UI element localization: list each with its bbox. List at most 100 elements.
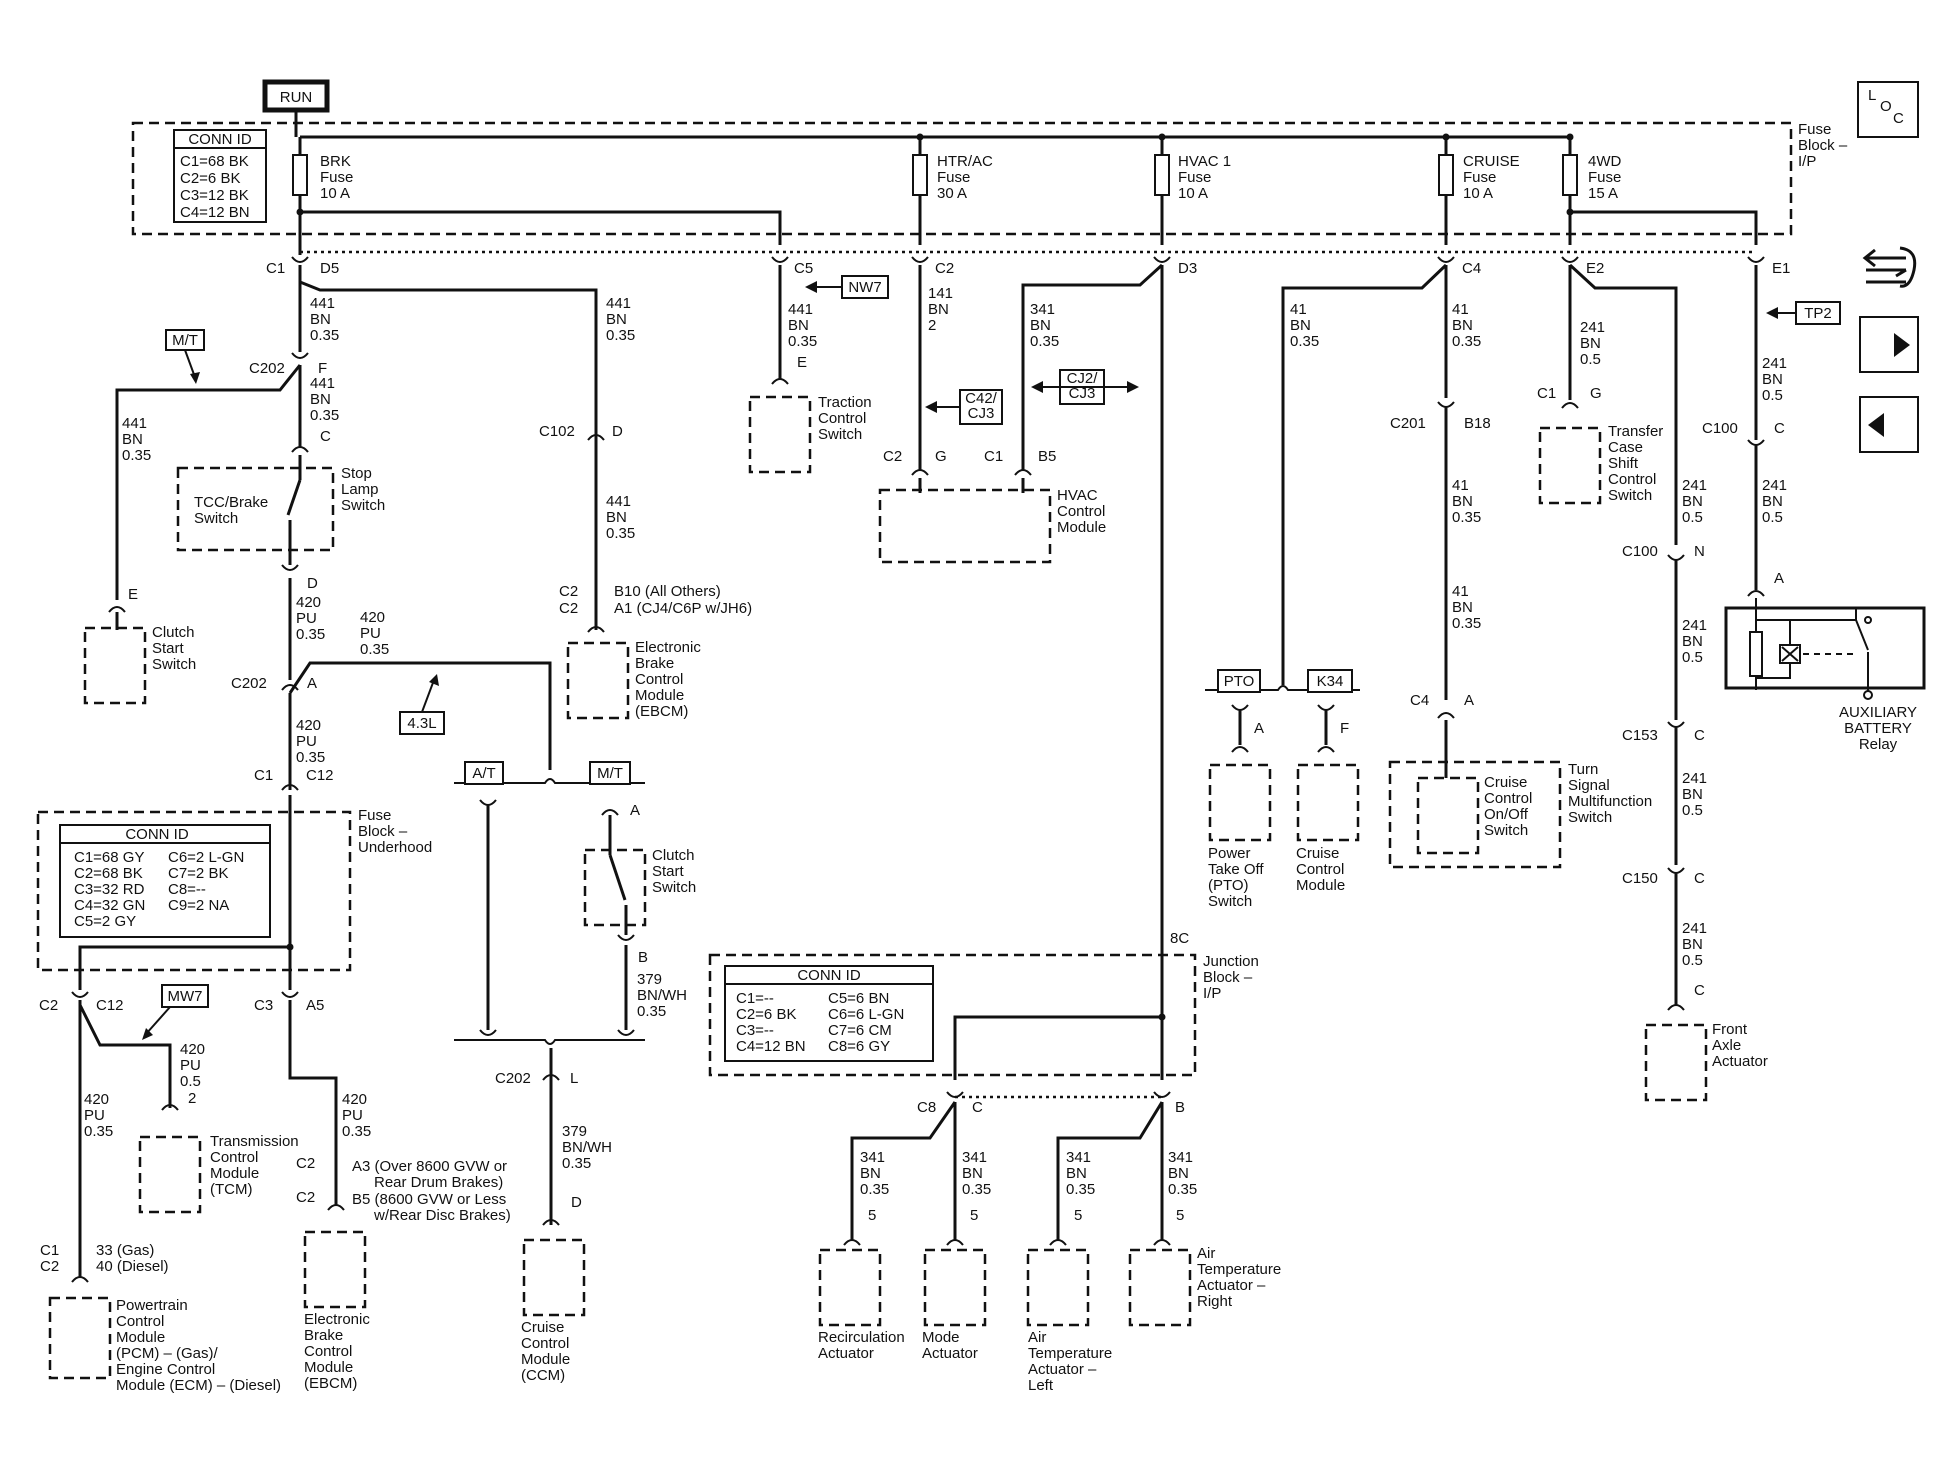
svg-text:A: A [1774,570,1784,587]
run-label: RUN [262,79,330,113]
pto-option-tag: PTO [1217,669,1261,693]
nw7-option-tag: NW7 [841,275,889,299]
svg-text:40 (Diesel): 40 (Diesel) [96,1258,169,1275]
svg-text:CJ2/CJ3: CJ2/CJ3 [1067,370,1099,402]
conn-id-table-ip: CONN ID C1=68 BK C2=6 BK C3=12 BK C4=12 … [173,129,267,223]
fuse-block-ip [131,121,1793,236]
svg-text:C2: C2 [559,600,578,617]
svg-text:C102: C102 [539,423,575,440]
mt-option-tag-2: M/T [589,761,631,785]
svg-text:TP2: TP2 [1804,305,1832,322]
k34-option-tag: K34 [1307,669,1353,693]
svg-text:D: D [307,575,318,592]
svg-text:E: E [128,586,138,603]
svg-text:E1: E1 [1772,260,1790,277]
previous-page-button[interactable] [1859,396,1919,453]
svg-text:C2: C2 [883,448,902,465]
svg-text:C4: C4 [1462,260,1481,277]
mt-option-tag: M/T [165,329,205,351]
svg-text:E: E [797,354,807,371]
svg-text:C8: C8 [917,1099,936,1116]
svg-text:C2=6 BK: C2=6 BK [180,170,240,187]
svg-text:C2: C2 [935,260,954,277]
svg-text:8C: 8C [1170,930,1189,947]
svg-text:C1: C1 [1537,385,1556,402]
fuse-block-underhood [36,810,352,972]
mw7-option-tag: MW7 [161,984,209,1008]
svg-text:CONN ID: CONN ID [125,826,189,843]
svg-text:D5: D5 [320,260,339,277]
svg-text:C: C [1774,420,1785,437]
svg-text:B10 (All Others): B10 (All Others) [614,583,721,600]
loc-button[interactable]: L O C [1857,81,1919,138]
svg-text:B18: B18 [1464,415,1491,432]
connector-view-icon[interactable] [1862,246,1917,288]
svg-text:C2: C2 [39,997,58,1014]
svg-text:N: N [1694,543,1705,560]
svg-text:5: 5 [970,1207,978,1224]
svg-text:B: B [638,949,648,966]
tp2-option-tag: TP2 [1795,301,1841,325]
svg-text:C1: C1 [266,260,285,277]
svg-text:D: D [571,1194,582,1211]
svg-text:RUN: RUN [280,89,313,106]
svg-text:C100: C100 [1622,543,1658,560]
svg-text:C: C [1694,727,1705,744]
svg-text:33 (Gas): 33 (Gas) [96,1242,154,1259]
svg-text:C3=12 BK: C3=12 BK [180,187,249,204]
svg-text:C4=12 BN: C4=12 BN [180,204,250,221]
svg-text:M/T: M/T [597,765,623,782]
next-page-button[interactable] [1859,316,1919,373]
svg-text:CONN ID: CONN ID [797,967,861,984]
svg-text:C150: C150 [1622,870,1658,887]
svg-text:D: D [612,423,623,440]
svg-text:C: C [1694,870,1705,887]
svg-text:B5: B5 [1038,448,1056,465]
svg-text:C12: C12 [96,997,124,1014]
svg-text:A1 (CJ4/C6P w/JH6): A1 (CJ4/C6P w/JH6) [614,600,752,617]
